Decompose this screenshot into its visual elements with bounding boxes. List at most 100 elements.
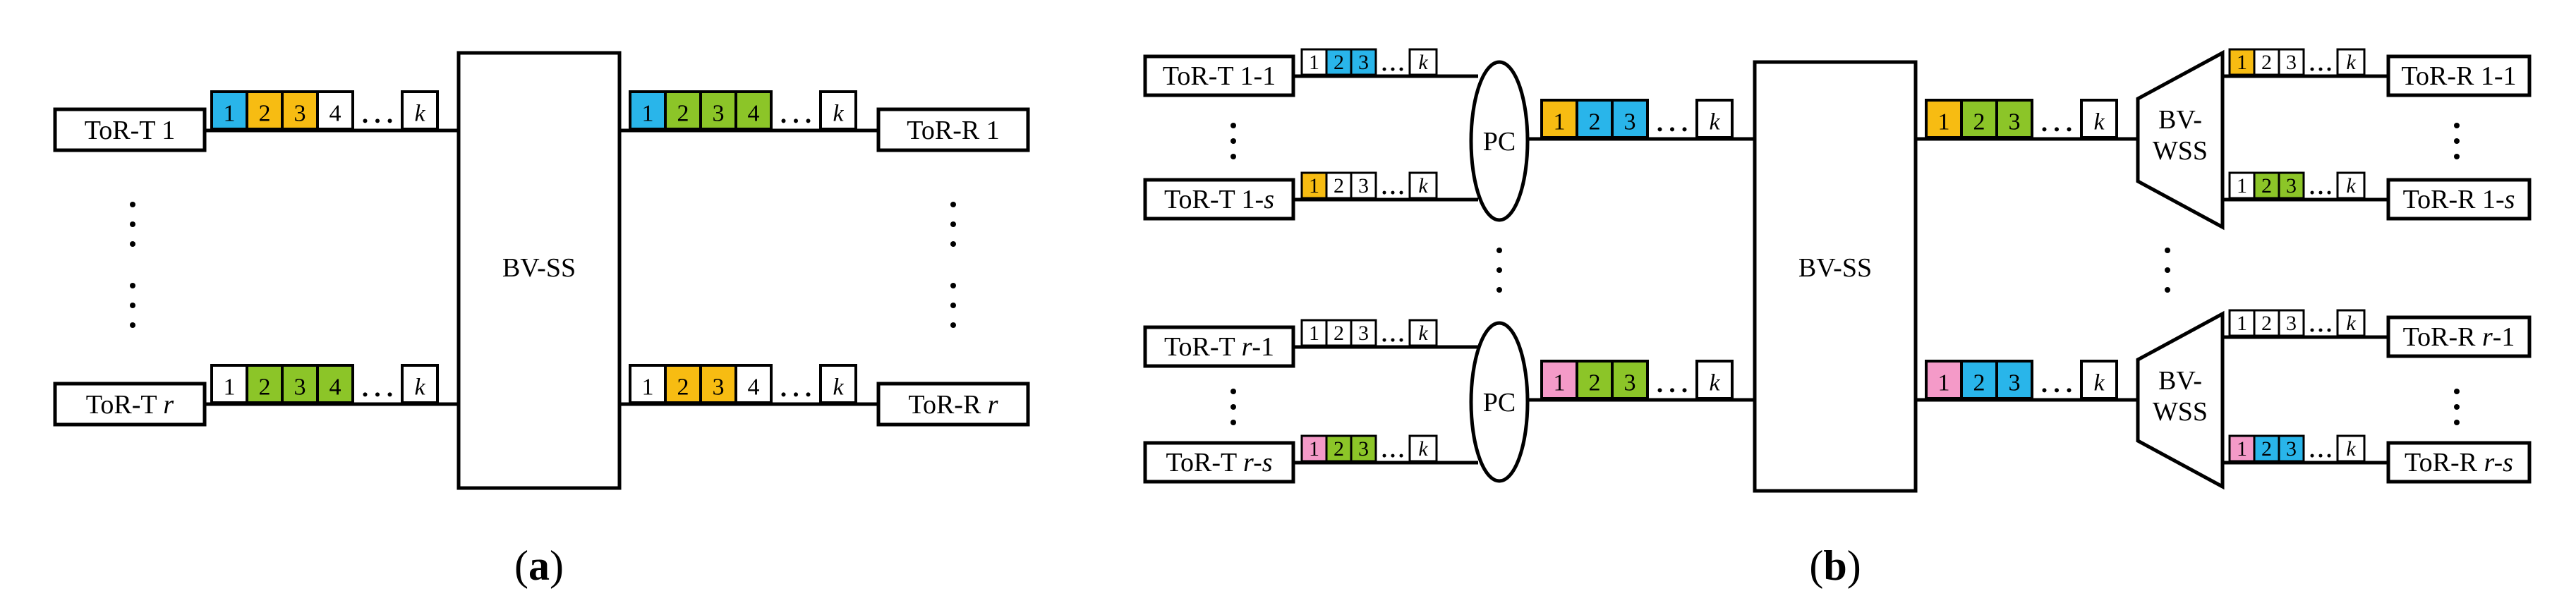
slot-box [1350, 319, 1377, 347]
slot-box [2228, 434, 2256, 463]
ellipsis-dot [1382, 190, 1386, 195]
slot-box [2253, 434, 2280, 463]
tor-t-r-1-label: ToR-T r-1 [1164, 332, 1274, 362]
slot-number: 3 [2286, 51, 2297, 74]
ellipsis-dot [2318, 67, 2323, 71]
bv-ss-label-a: BV-SS [502, 253, 576, 283]
ellipsis-dot [387, 118, 392, 123]
tor-r-1-s-label: ToR-R 1-s [2403, 185, 2515, 214]
tor-t-1-1-label: ToR-T 1-1 [1163, 61, 1276, 91]
slot-box [629, 364, 667, 404]
tor-r-1-box [876, 107, 1030, 152]
tor-r-1-1-box [2386, 54, 2532, 97]
slot-number: 3 [294, 374, 306, 400]
slot-number: 2 [259, 374, 271, 400]
ellipsis-dot [806, 118, 811, 123]
ellipsis-dot [1657, 388, 1662, 393]
slot-box [1925, 99, 1963, 139]
slot-number: 2 [1589, 109, 1601, 135]
slot-number: 3 [2286, 312, 2297, 335]
bv-wss-label-bottom: WSS [2153, 397, 2208, 427]
slot-number: 2 [677, 374, 689, 400]
slot-box [2228, 48, 2256, 76]
tor-r-r-1-box [2386, 315, 2532, 358]
slot-k-box [819, 90, 857, 130]
ellipsis-dot [781, 392, 786, 397]
slot-number: 1 [1309, 174, 1319, 197]
slot-number: 3 [1358, 437, 1369, 461]
ellipsis-dot [2327, 328, 2331, 332]
slot-number: 2 [1973, 370, 1985, 396]
ellipsis-dot [1391, 190, 1395, 195]
slot-number: 1 [642, 374, 654, 400]
slot-k-label: k [2093, 370, 2105, 396]
bv-wss-label-top: WSS [2153, 136, 2208, 166]
ellipsis-dot [1382, 453, 1386, 458]
ellipsis-dot [2310, 453, 2314, 458]
ellipsis-dot [2055, 127, 2059, 132]
slot-box [316, 90, 354, 130]
slot-number: 1 [1309, 51, 1319, 74]
slot-number: 3 [1358, 51, 1369, 74]
ellipsis-dot [2055, 388, 2059, 393]
slot-number: 4 [329, 374, 341, 400]
slot-box [1325, 48, 1353, 76]
pc-coupler-bottom [1469, 321, 1530, 483]
slot-number: 3 [1358, 174, 1369, 197]
slot-number: 1 [2237, 174, 2247, 197]
slot-number: 2 [1973, 109, 1985, 135]
panel-b: ToR-T 1-1 ToR-T 1-s ToR-T r-1 ToR-T r-s … [1143, 48, 2532, 589]
slot-box [1576, 99, 1614, 139]
vertical-ellipsis [130, 202, 135, 328]
slot-box [281, 364, 319, 404]
slot-box [1960, 360, 1998, 400]
slot-number: 1 [1309, 437, 1319, 461]
slot-k-label: k [2346, 437, 2356, 461]
slot-k-label: k [1709, 109, 1720, 135]
vertical-ellipsis [2165, 123, 2460, 425]
panel-a-caption: (a) [514, 542, 564, 589]
slot-box [1995, 99, 2033, 139]
slot-box [316, 364, 354, 404]
slot-k-box [2080, 99, 2118, 139]
slot-k-label: k [1418, 322, 1428, 345]
slot-box [1300, 319, 1328, 347]
ellipsis-dot [1399, 67, 1403, 71]
ellipsis-dot [1382, 338, 1386, 342]
ellipsis-dot [2310, 67, 2314, 71]
slot-k-box [2336, 434, 2366, 463]
tor-r-1-s-box [2386, 178, 2532, 221]
ellipsis-dot [2318, 453, 2323, 458]
pc-coupler-top [1469, 60, 1530, 222]
slot-number: 2 [1589, 370, 1601, 396]
slot-box [2278, 171, 2305, 200]
bv-wss-top [2136, 49, 2225, 231]
ellipsis-dot [1399, 453, 1403, 458]
slot-number: 3 [1624, 370, 1636, 396]
ellipsis-dot [2318, 190, 2323, 195]
slot-k-box [1408, 171, 1438, 200]
ellipsis-dot [375, 392, 380, 397]
ellipsis-dot [2067, 388, 2072, 393]
slot-box [1350, 171, 1377, 200]
slot-number: 3 [713, 100, 725, 126]
ellipsis-dot [375, 118, 380, 123]
ellipsis-dot [794, 118, 798, 123]
slot-box [1995, 360, 2033, 400]
slot-number: 4 [748, 100, 760, 126]
slot-k-label: k [414, 374, 425, 400]
panel-b-caption: (b) [1809, 542, 1861, 589]
ellipsis-dot [794, 392, 798, 397]
tor-t-r-s-box [1143, 441, 1295, 484]
ellipsis-dot [387, 392, 392, 397]
slot-box [1576, 360, 1614, 400]
tor-r-r-s-box [2386, 441, 2532, 484]
